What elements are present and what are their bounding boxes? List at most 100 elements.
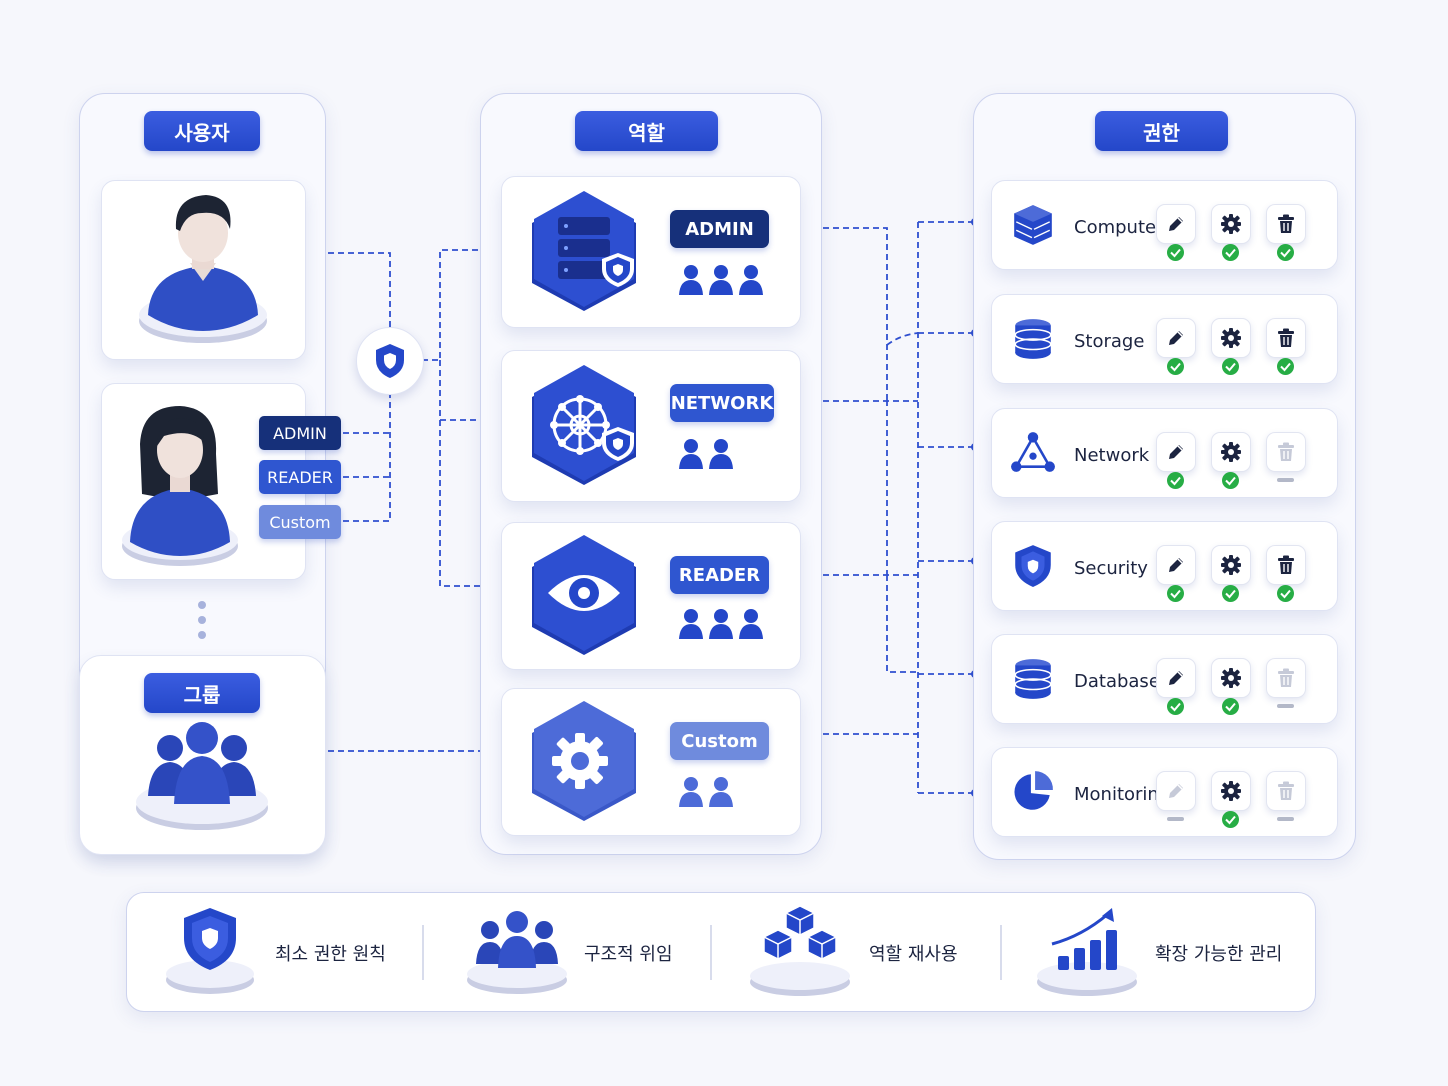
group-title: 그룹: [144, 673, 260, 713]
check-icon: [1167, 472, 1184, 489]
disabled-dash-icon: [1167, 817, 1184, 821]
permission-name: Storage: [1074, 331, 1145, 352]
settings-gear-icon[interactable]: [1211, 771, 1251, 811]
check-icon: [1222, 472, 1239, 489]
connector-user-to-hub: [308, 252, 391, 330]
growth-chart-icon: [1037, 908, 1137, 996]
feature-label: 역할 재사용: [869, 944, 958, 965]
permission-name: Database: [1074, 671, 1160, 692]
delete-trash-icon[interactable]: [1266, 545, 1306, 585]
shield-icon: [376, 344, 404, 378]
network-icon: [1011, 432, 1055, 472]
edit-pencil-icon[interactable]: [1156, 658, 1196, 698]
group-icon: [467, 911, 567, 994]
delete-trash-icon[interactable]: [1266, 318, 1306, 358]
check-icon: [1167, 698, 1184, 715]
users-title: 사용자: [144, 111, 260, 151]
database-icon: [1014, 659, 1052, 699]
delete-trash-icon[interactable]: [1266, 771, 1306, 811]
check-icon: [1222, 244, 1239, 261]
delete-trash-icon[interactable]: [1266, 432, 1306, 472]
edit-pencil-icon[interactable]: [1156, 432, 1196, 472]
server-icon: [1014, 205, 1052, 245]
disabled-dash-icon: [1277, 704, 1294, 708]
feature-label: 최소 권한 원칙: [275, 944, 386, 965]
check-icon: [1277, 244, 1294, 261]
edit-pencil-icon[interactable]: [1156, 204, 1196, 244]
three-users-icon: [679, 265, 763, 295]
delete-trash-icon[interactable]: [1266, 658, 1306, 698]
role-card-custom[interactable]: Custom: [501, 688, 801, 836]
settings-gear-icon[interactable]: [1211, 658, 1251, 698]
role-card-reader[interactable]: READER: [501, 522, 801, 670]
check-icon: [1167, 358, 1184, 375]
permission-card-storage[interactable]: Storage: [991, 294, 1338, 384]
delete-trash-icon[interactable]: [1266, 204, 1306, 244]
role-label-network: NETWORK: [670, 384, 774, 422]
network-shield-icon: [532, 365, 636, 485]
user-male-icon: [139, 195, 267, 343]
more-users-dots-icon: [198, 601, 206, 639]
role-label-reader: READER: [670, 556, 769, 594]
user-tag-custom[interactable]: Custom: [259, 505, 341, 539]
permission-name: Network: [1074, 445, 1150, 466]
roles-title: 역할: [575, 111, 718, 151]
check-icon: [1277, 585, 1294, 602]
settings-gear-icon[interactable]: [1211, 318, 1251, 358]
permission-name: Compute: [1074, 217, 1157, 238]
settings-gear-icon[interactable]: [1211, 204, 1251, 244]
divider: [1000, 925, 1002, 980]
cubes-icon: [750, 905, 850, 996]
permission-name: Security: [1074, 558, 1148, 579]
divider: [422, 925, 424, 980]
role-label-admin: ADMIN: [670, 210, 769, 248]
role-label-custom: Custom: [670, 722, 769, 760]
edit-pencil-icon[interactable]: [1156, 318, 1196, 358]
eye-icon: [532, 535, 636, 655]
role-card-network[interactable]: NETWORK: [501, 350, 801, 502]
user-tag-reader[interactable]: READER: [259, 460, 341, 494]
check-icon: [1222, 585, 1239, 602]
check-icon: [1222, 358, 1239, 375]
shield-hub: [356, 327, 424, 395]
settings-gear-icon[interactable]: [1211, 545, 1251, 585]
permission-card-network[interactable]: Network: [991, 408, 1338, 498]
role-card-admin[interactable]: ADMIN: [501, 176, 801, 328]
connector-hub-reader: [439, 420, 486, 587]
connector-hub-admin: [422, 249, 486, 361]
connector-tag-custom: [343, 395, 391, 522]
connector-admin: [803, 227, 918, 673]
shield-icon: [1015, 545, 1051, 587]
permission-name: Monitoring: [1074, 784, 1171, 805]
check-icon: [1222, 698, 1239, 715]
permissions-title: 권한: [1095, 111, 1228, 151]
check-icon: [1277, 358, 1294, 375]
permission-card-compute[interactable]: Compute: [991, 180, 1338, 270]
edit-pencil-icon[interactable]: [1156, 545, 1196, 585]
user-female-icon: [122, 406, 238, 566]
permission-card-security[interactable]: Security: [991, 521, 1338, 611]
check-icon: [1167, 244, 1184, 261]
three-users-icon: [679, 609, 763, 639]
feature-label: 확장 가능한 관리: [1155, 944, 1283, 965]
disabled-dash-icon: [1277, 478, 1294, 482]
feature-label: 구조적 위임: [584, 944, 673, 965]
pie-chart-icon: [1014, 771, 1053, 810]
gear-icon: [532, 701, 636, 821]
user-card-1[interactable]: [101, 180, 306, 360]
two-users-icon: [679, 439, 733, 469]
permission-card-monitoring[interactable]: Monitoring: [991, 747, 1338, 837]
group-icon: [136, 722, 268, 830]
settings-gear-icon[interactable]: [1211, 432, 1251, 472]
edit-pencil-icon[interactable]: [1156, 771, 1196, 811]
check-icon: [1167, 585, 1184, 602]
permission-card-database[interactable]: Database: [991, 634, 1338, 724]
shield-icon: [166, 908, 254, 994]
disabled-dash-icon: [1277, 817, 1294, 821]
server-shield-icon: [532, 191, 636, 311]
user-tag-admin[interactable]: ADMIN: [259, 416, 341, 450]
check-icon: [1222, 811, 1239, 828]
storage-icon: [1014, 319, 1052, 359]
divider: [710, 925, 712, 980]
two-users-icon: [679, 777, 733, 807]
